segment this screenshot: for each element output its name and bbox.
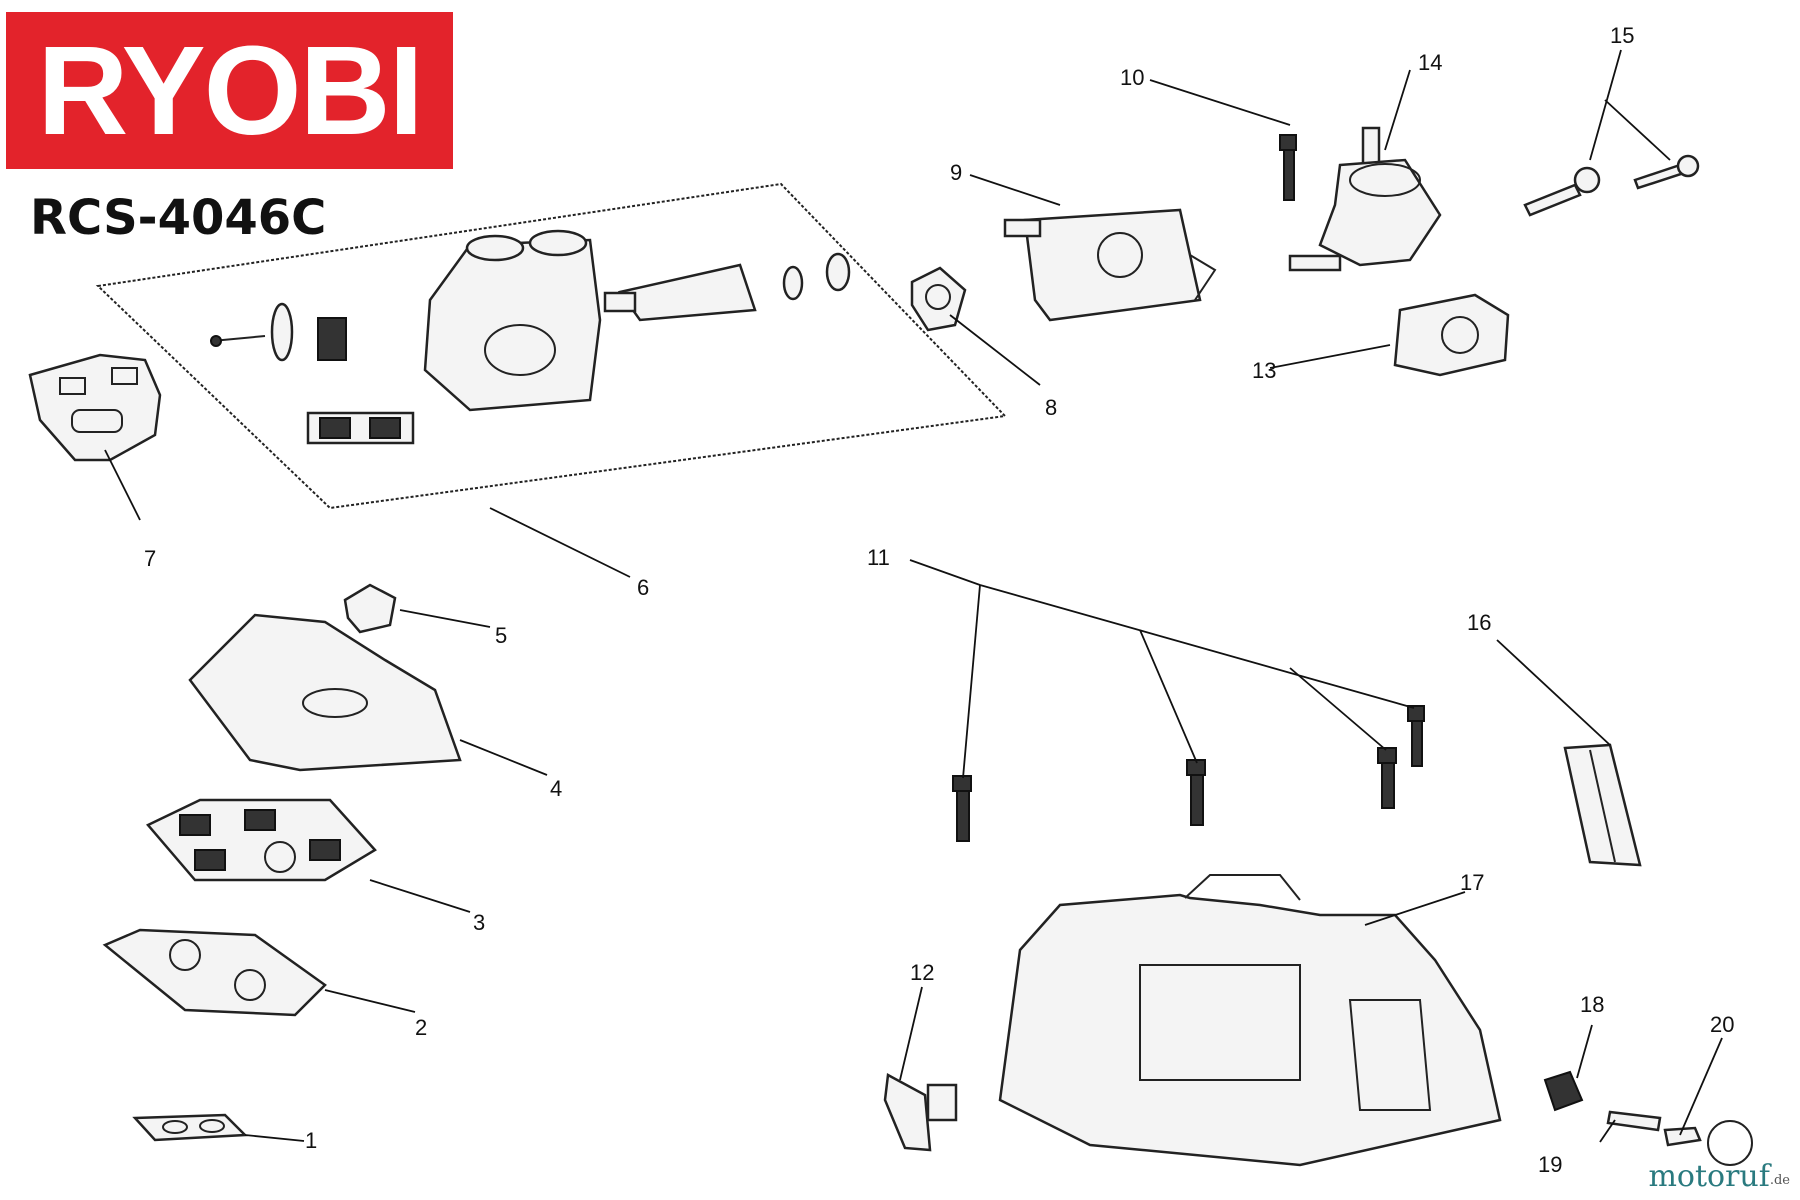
callout-20: 20 <box>1710 1012 1734 1037</box>
cover-knob-icon <box>343 583 397 634</box>
callout-numbers: 1 2 3 4 5 6 7 8 9 10 11 12 13 14 15 16 1… <box>144 23 1734 1177</box>
screw-set-icon <box>952 705 1425 842</box>
callout-8: 8 <box>1045 395 1057 420</box>
air-filter-icon <box>145 798 377 882</box>
callout-10: 10 <box>1120 65 1144 90</box>
watermark-text: motoruf <box>1648 1159 1770 1194</box>
pin-icon <box>1606 1110 1662 1132</box>
clip-icon <box>1543 1070 1584 1112</box>
callout-1: 1 <box>305 1128 317 1153</box>
callout-12: 12 <box>910 960 934 985</box>
callout-15: 15 <box>1610 23 1634 48</box>
watermark-suffix: .de <box>1769 1173 1790 1188</box>
leader-lines <box>104 49 1723 1143</box>
callout-11: 11 <box>867 545 890 570</box>
screw-icon <box>1279 134 1297 201</box>
callout-5: 5 <box>495 623 507 648</box>
filter-cover-icon <box>188 613 462 772</box>
callout-16: 16 <box>1467 610 1491 635</box>
intake-manifold-icon <box>1288 126 1442 272</box>
cylinder-assembly-icon <box>95 182 1008 510</box>
guide-plate-icon <box>1563 743 1642 867</box>
filter-base-icon <box>102 928 327 1017</box>
callout-7: 7 <box>144 546 156 571</box>
gasket-small-icon <box>132 1113 248 1142</box>
callout-6: 6 <box>637 575 649 600</box>
gasket-ring-icon <box>910 266 967 332</box>
watermark: motoruf.de <box>1648 1159 1790 1194</box>
callout-3: 3 <box>473 910 485 935</box>
callout-9: 9 <box>950 160 962 185</box>
logo-text: RYOBI <box>37 20 423 161</box>
choke-lever-icon <box>1663 1120 1753 1166</box>
intake-adapter-icon <box>1393 293 1510 377</box>
gasket-plate-icon <box>28 353 162 462</box>
callout-18: 18 <box>1580 992 1604 1017</box>
link-rod-icon <box>1523 154 1700 217</box>
engine-housing-icon <box>998 874 1502 1167</box>
callout-14: 14 <box>1418 50 1442 75</box>
ryobi-logo: RYOBI <box>6 12 453 169</box>
callout-4: 4 <box>550 776 562 801</box>
model-number: RCS-4046C <box>30 190 327 246</box>
bracket-icon <box>883 1073 958 1152</box>
callout-17: 17 <box>1460 870 1484 895</box>
carburetor-icon <box>1003 208 1217 322</box>
callout-19: 19 <box>1538 1152 1562 1177</box>
callout-13: 13 <box>1252 358 1276 383</box>
callout-2: 2 <box>415 1015 427 1040</box>
